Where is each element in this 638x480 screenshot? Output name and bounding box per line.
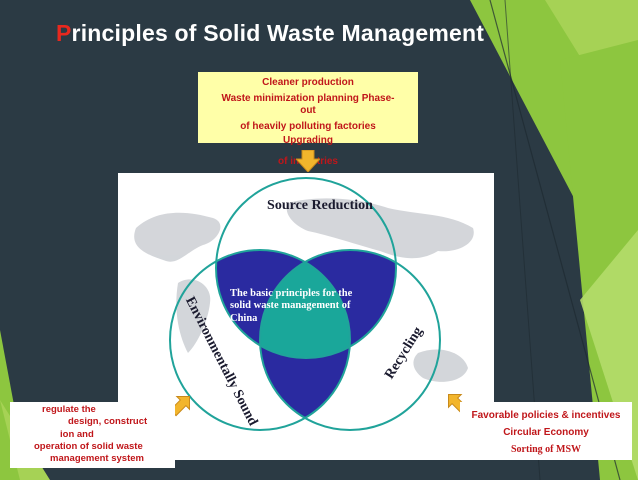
left-box-line-2: design, construct: [68, 416, 148, 428]
circle-recycling: [259, 249, 441, 431]
down-arrow-icon: [296, 150, 320, 172]
left-box-line-5: management system: [50, 453, 144, 465]
left-box-line-4: operation of solid waste: [34, 440, 143, 452]
right-box-line-1: Favorable policies & incentives: [471, 410, 621, 421]
center-text-line-2: solid waste management of: [230, 300, 351, 311]
center-region: [260, 250, 350, 358]
right-callout-box: Favorable policies & incentives Circular…: [460, 402, 632, 460]
top-callout-box: Cleaner production Waste minimization pl…: [198, 72, 418, 167]
top-box-line-2: Waste minimization planning Phase-: [221, 93, 395, 104]
title-first-letter: P: [56, 20, 72, 46]
thin-line-2: [504, 0, 541, 480]
right-box-line-3: Sorting of MSW: [511, 444, 581, 455]
left-box-line-1: regulate the: [42, 404, 96, 415]
top-box-line-4: of heavily polluting factories: [240, 121, 376, 132]
page-title: Principles of Solid Waste Management: [56, 20, 484, 47]
venn-diagram: Source Reduction Environmentally Sound R…: [134, 177, 474, 431]
top-box-line-1: Cleaner production: [262, 77, 354, 88]
left-box-line-3: ion and: [60, 428, 94, 440]
circle-environmentally-sound: [169, 249, 351, 431]
thin-line-1: [489, 0, 621, 480]
left-callout-box: regulate the design, construct ion and o…: [10, 402, 175, 468]
title-rest: rinciples of Solid Waste Management: [71, 20, 485, 46]
label-source-reduction: Source Reduction: [267, 198, 373, 213]
top-box-line-3: out: [300, 105, 316, 116]
center-text-line-1: The basic principles for the: [230, 288, 353, 299]
center-text-line-3: China: [230, 313, 258, 324]
principles-venn-figure: Source Reduction Environmentally Sound R…: [118, 173, 494, 460]
right-box-line-2: Circular Economy: [503, 427, 589, 438]
circle-source-reduction: [215, 177, 397, 359]
top-box-line-5: Upgrading: [283, 135, 333, 146]
arrow-up-right-icon: [169, 396, 190, 417]
